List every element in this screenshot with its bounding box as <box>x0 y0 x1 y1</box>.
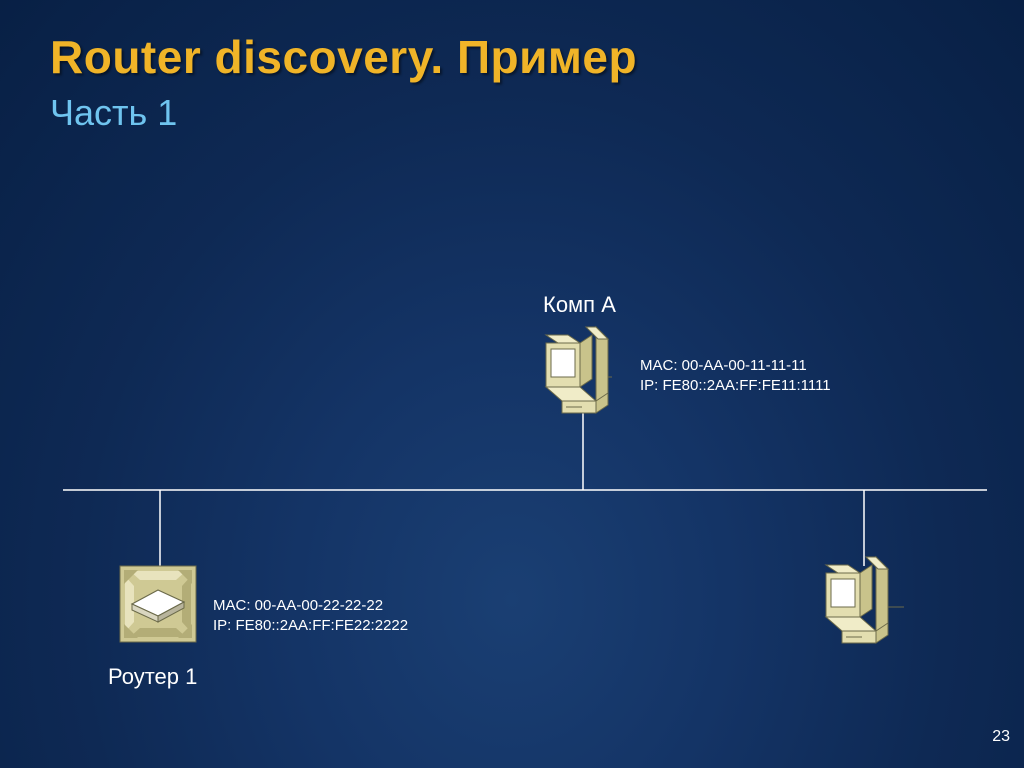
comp-a-name: Комп А <box>543 292 616 317</box>
router-1-name: Роутер 1 <box>108 664 198 689</box>
slide-subtitle: Часть 1 <box>50 92 178 133</box>
computer-icon <box>824 555 904 644</box>
slide-title: Router discovery. Пример <box>50 31 638 83</box>
comp-a-mac: MAC: 00-AA-00-11-11-11 <box>640 357 807 374</box>
router-1-ip: IP: FE80::2AA:FF:FE22:2222 <box>213 617 409 634</box>
router-1-mac: MAC: 00-AA-00-22-22-22 <box>213 597 384 614</box>
page-number: 23 <box>992 728 1010 745</box>
computer-icon <box>544 325 612 414</box>
comp-a-ip: IP: FE80::2AA:FF:FE11:1111 <box>640 377 831 394</box>
router-icon <box>119 565 197 643</box>
